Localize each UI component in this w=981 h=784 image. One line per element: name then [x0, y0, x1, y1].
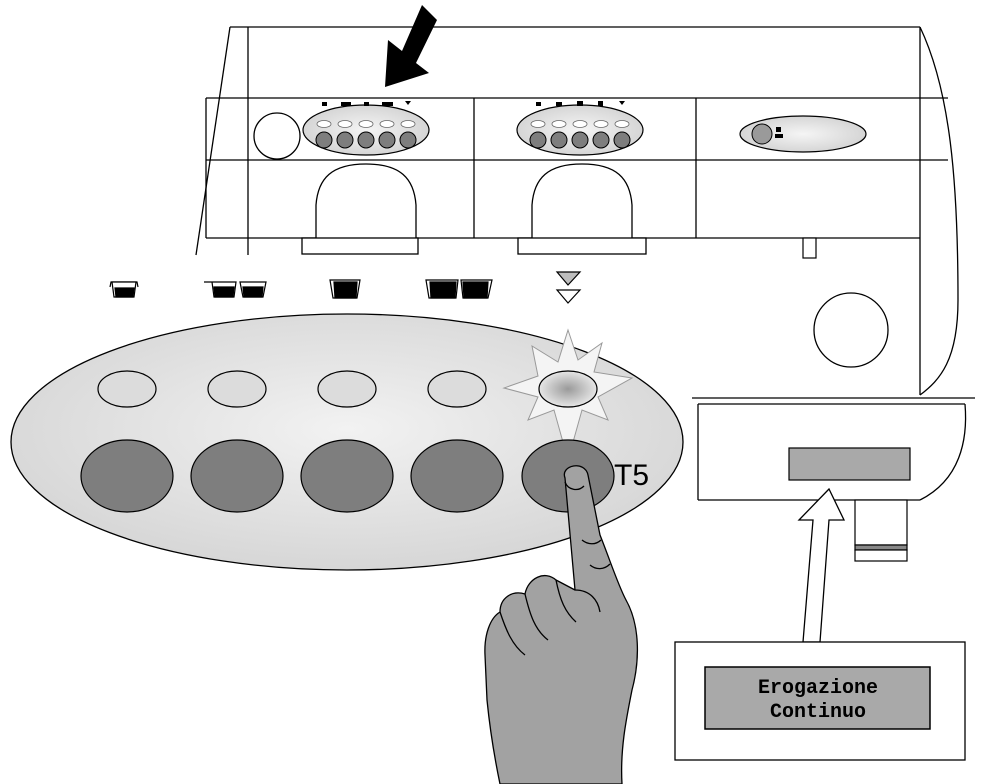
display-line-1: Erogazione [758, 677, 878, 700]
machine-display [788, 447, 911, 481]
dose-button-3[interactable] [300, 439, 394, 513]
button-label-t5: T5 [614, 459, 649, 492]
mini-buttons-group-2 [529, 131, 631, 149]
double-short-cup-icon [204, 281, 267, 298]
display-line-2: Continuo [770, 701, 866, 724]
cup-holder [854, 499, 908, 562]
side-knob[interactable] [813, 292, 889, 368]
indicator-led-1 [97, 370, 157, 408]
single-long-cup-icon [329, 279, 361, 299]
dose-button-4[interactable] [410, 439, 504, 513]
continuous-flow-icon [555, 271, 582, 304]
machine-body [195, 26, 959, 396]
indicator-led-2 [207, 370, 267, 408]
indicator-led-4 [427, 370, 487, 408]
indicator-leds [97, 370, 487, 408]
mini-buttons-group-1 [315, 131, 417, 149]
mini-panel-group-2 [516, 101, 644, 156]
dose-button-1[interactable] [80, 439, 174, 513]
mini-panel-group-1 [253, 101, 430, 160]
dispenser-group-1 [301, 163, 419, 255]
dispenser-group-2 [517, 163, 647, 255]
dose-button-2[interactable] [190, 439, 284, 513]
indicator-led-5 [538, 370, 598, 408]
single-short-cup-icon [109, 281, 139, 298]
mini-panel-steam [739, 115, 867, 153]
indicator-arrow [385, 5, 437, 87]
display-callout-lcd [704, 666, 931, 730]
knob-group-1 [253, 112, 301, 160]
steam-nozzle [802, 237, 817, 259]
double-long-cup-icon [425, 279, 493, 299]
display-pointer-arrow [797, 487, 846, 643]
indicator-led-3 [317, 370, 377, 408]
pressing-hand-icon [484, 465, 639, 784]
